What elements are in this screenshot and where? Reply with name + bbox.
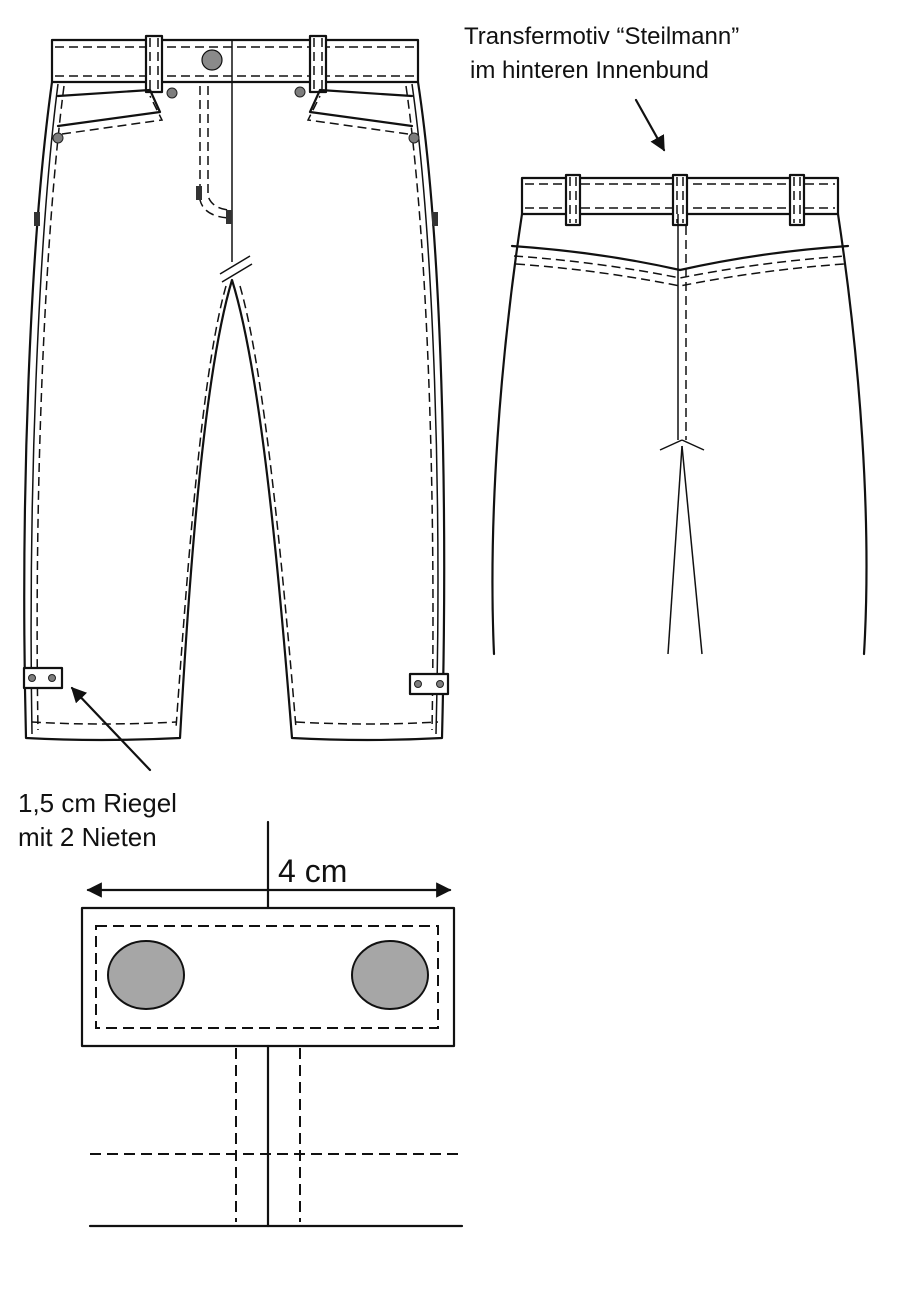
bartack-label-line2: mit 2 Nieten [18, 822, 157, 852]
transfer-arrow [634, 98, 666, 152]
back-belt-loop-center [671, 173, 689, 227]
back-belt-loop-right [788, 173, 806, 227]
rivet-right [351, 940, 429, 1010]
back-belt-loop-left [564, 173, 582, 227]
front-view-pants [22, 34, 450, 742]
bartack-detail: 4 cm [80, 820, 464, 1228]
dimension-label: 4 cm [278, 853, 347, 889]
transfer-annotation: Transfermotiv “Steilmann” im hinteren In… [464, 23, 739, 152]
waist-button [201, 49, 223, 71]
rivet-left [107, 940, 185, 1010]
bartack-annotation: 1,5 cm Riegel mit 2 Nieten [18, 686, 177, 852]
front-belt-loop-left [144, 34, 164, 94]
transfer-label-line2: im hinteren Innenbund [470, 57, 709, 84]
bartack-arrow [70, 686, 152, 772]
bartack-label-line1: 1,5 cm Riegel [18, 788, 177, 818]
front-hem-tab-left [22, 666, 64, 690]
front-belt-loop-right [308, 34, 328, 94]
back-view-pants [491, 173, 868, 656]
transfer-label-line1: Transfermotiv “Steilmann” [464, 23, 739, 50]
front-hem-tab-right [408, 672, 450, 696]
